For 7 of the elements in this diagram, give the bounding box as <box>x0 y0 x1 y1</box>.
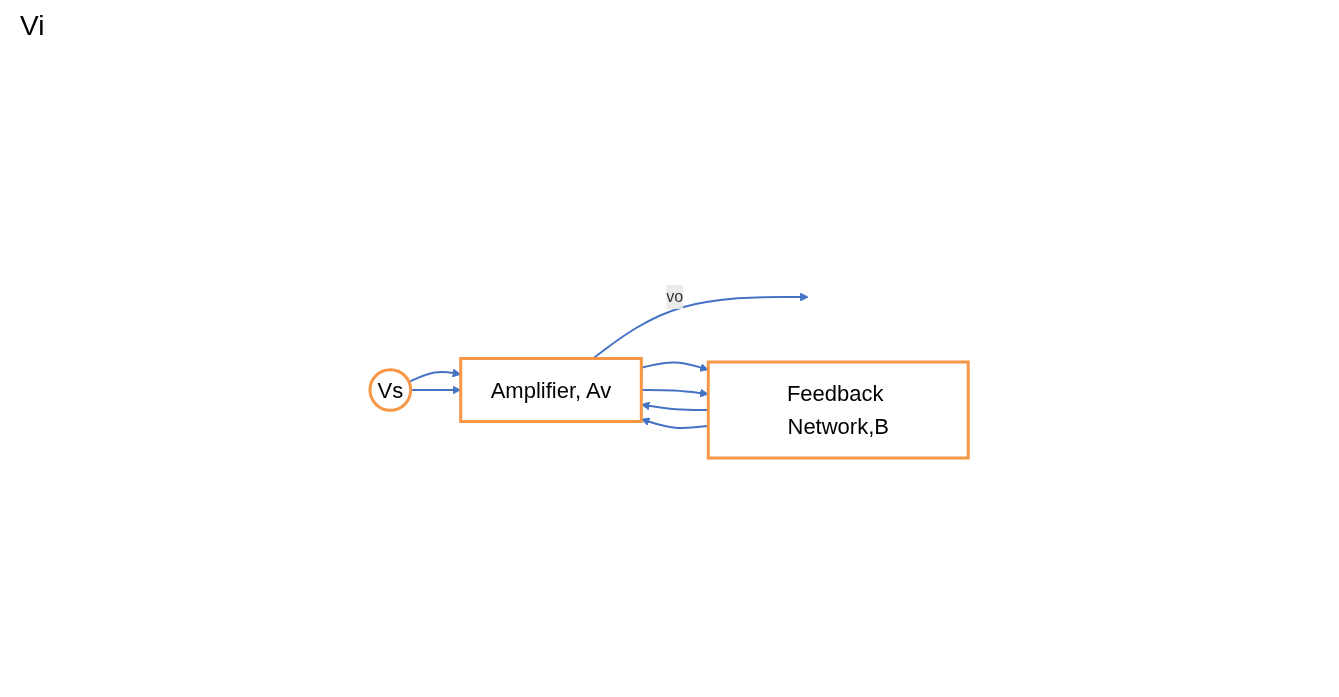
node-box: Amplifier, Av <box>459 357 644 423</box>
node-box: Feedback Network,B <box>707 360 971 460</box>
node-circle: Vs <box>368 368 413 412</box>
arrow <box>410 385 462 395</box>
edge-label: vo <box>666 288 684 305</box>
signal-label: Vi <box>20 10 45 41</box>
arrow <box>408 368 462 383</box>
